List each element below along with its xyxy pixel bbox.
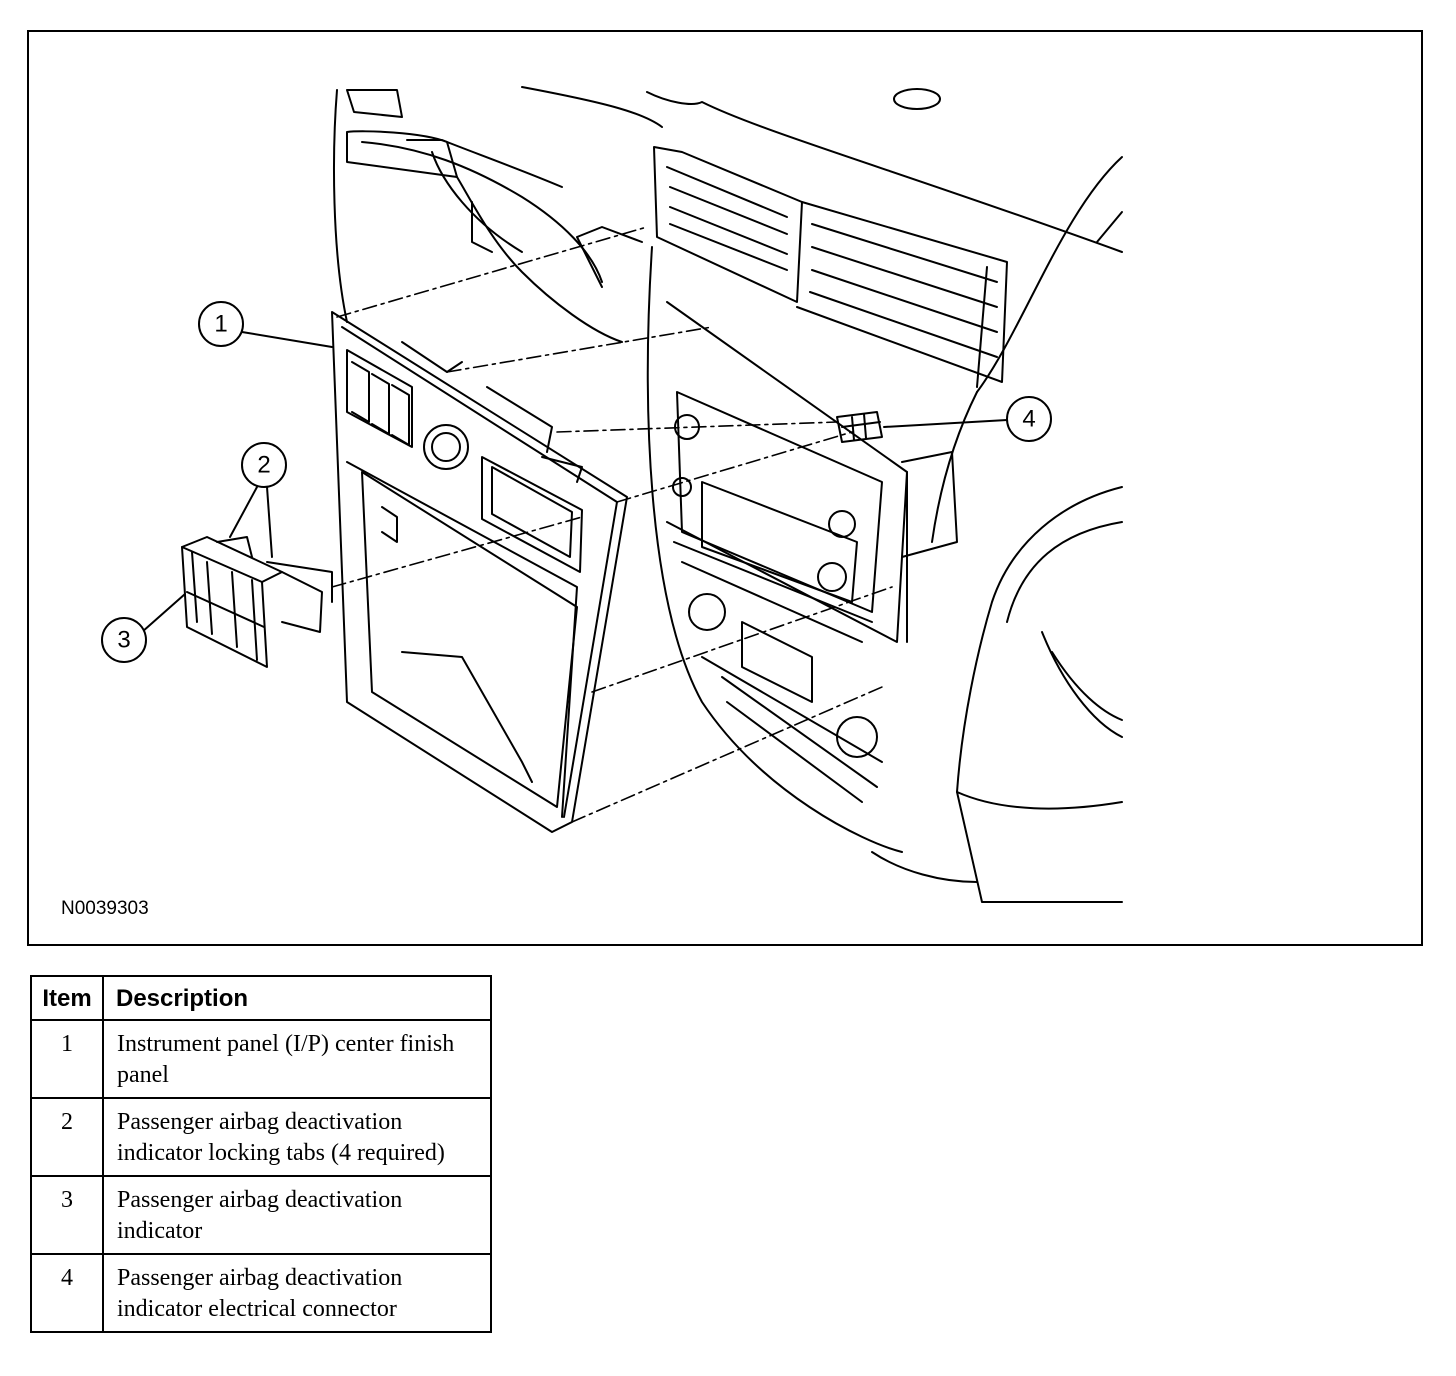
- item-number: 1: [30, 1019, 104, 1099]
- table-row: 2 Passenger airbag deactivation indicato…: [30, 1097, 492, 1177]
- item-number: 2: [30, 1097, 104, 1177]
- item-number: 3: [30, 1175, 104, 1255]
- item-description: Passenger airbag deactivation indicator: [102, 1175, 492, 1255]
- dashboard-illustration: 1 2 3 4: [101, 86, 1123, 903]
- callout-4: 4: [1006, 396, 1052, 442]
- item-description: Instrument panel (I/P) center finish pan…: [102, 1019, 492, 1099]
- svg-text:2: 2: [257, 452, 270, 479]
- table-row: 3 Passenger airbag deactivation indicato…: [30, 1175, 492, 1255]
- dash-left-structure: [333, 86, 663, 343]
- explode-lines: [331, 226, 893, 823]
- legend-table: Item Description 1 Instrument panel (I/P…: [30, 975, 492, 1333]
- figure-id: N0039303: [61, 898, 149, 919]
- item-description: Passenger airbag deactivation indicator …: [102, 1253, 492, 1333]
- callout-2: 2: [241, 442, 287, 488]
- header-description: Description: [102, 975, 492, 1021]
- center-finish-panel: [331, 311, 628, 833]
- exploded-view-figure: 1 2 3 4 N0039303: [27, 30, 1423, 946]
- electrical-connector: [836, 411, 883, 443]
- center-stack-vents: [646, 88, 1123, 388]
- svg-text:1: 1: [214, 311, 227, 338]
- legend-header-row: Item Description: [30, 975, 492, 1021]
- item-number: 4: [30, 1253, 104, 1333]
- table-row: 1 Instrument panel (I/P) center finish p…: [30, 1019, 492, 1099]
- callout-1: 1: [198, 301, 244, 347]
- table-row: 4 Passenger airbag deactivation indicato…: [30, 1253, 492, 1333]
- header-item: Item: [30, 975, 104, 1021]
- svg-text:4: 4: [1022, 406, 1035, 433]
- airbag-indicator-module: [181, 536, 333, 668]
- dash-right-structure: [871, 156, 1123, 903]
- svg-text:3: 3: [117, 627, 130, 654]
- callout-leaders: [141, 331, 1008, 633]
- item-description: Passenger airbag deactivation indicator …: [102, 1097, 492, 1177]
- callout-3: 3: [101, 617, 147, 663]
- center-stack-radio: [646, 246, 958, 853]
